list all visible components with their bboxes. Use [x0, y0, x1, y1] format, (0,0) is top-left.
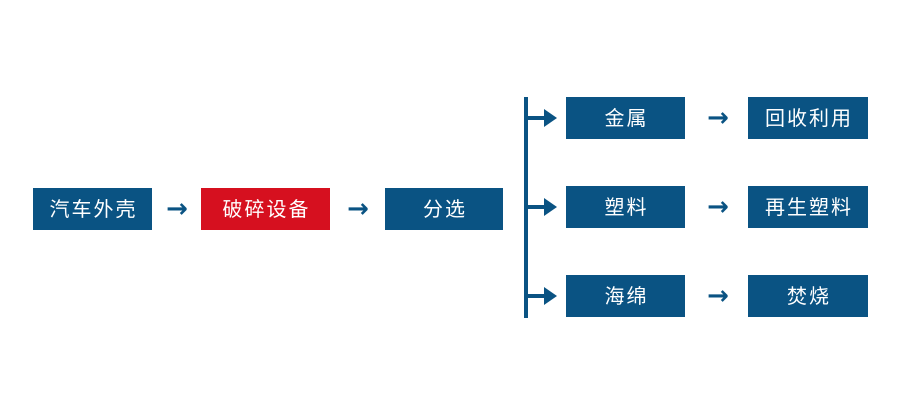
arrow-right-icon: →: [347, 194, 369, 224]
node-sorting[interactable]: 分选: [385, 188, 503, 230]
arrow-right-icon: [544, 287, 557, 305]
arrow-right-icon: [544, 198, 557, 216]
node-regenerated-plastic[interactable]: 再生塑料: [748, 186, 868, 228]
arrow-right-icon: →: [707, 192, 729, 222]
branch-stub-line: [528, 205, 546, 209]
branch-trunk-line: [524, 97, 528, 318]
node-plastic[interactable]: 塑料: [566, 186, 685, 228]
arrow-right-icon: →: [166, 194, 188, 224]
arrow-right-icon: →: [707, 103, 729, 133]
node-metal[interactable]: 金属: [566, 97, 685, 139]
node-sponge[interactable]: 海绵: [566, 275, 685, 317]
node-crushing-equipment[interactable]: 破碎设备: [201, 188, 330, 230]
arrow-right-icon: →: [707, 281, 729, 311]
node-incineration[interactable]: 焚烧: [748, 275, 868, 317]
node-car-shell[interactable]: 汽车外壳: [33, 188, 152, 230]
node-recycling-reuse[interactable]: 回收利用: [748, 97, 868, 139]
branch-stub-line: [528, 294, 546, 298]
branch-stub-line: [528, 116, 546, 120]
arrow-right-icon: [544, 109, 557, 127]
